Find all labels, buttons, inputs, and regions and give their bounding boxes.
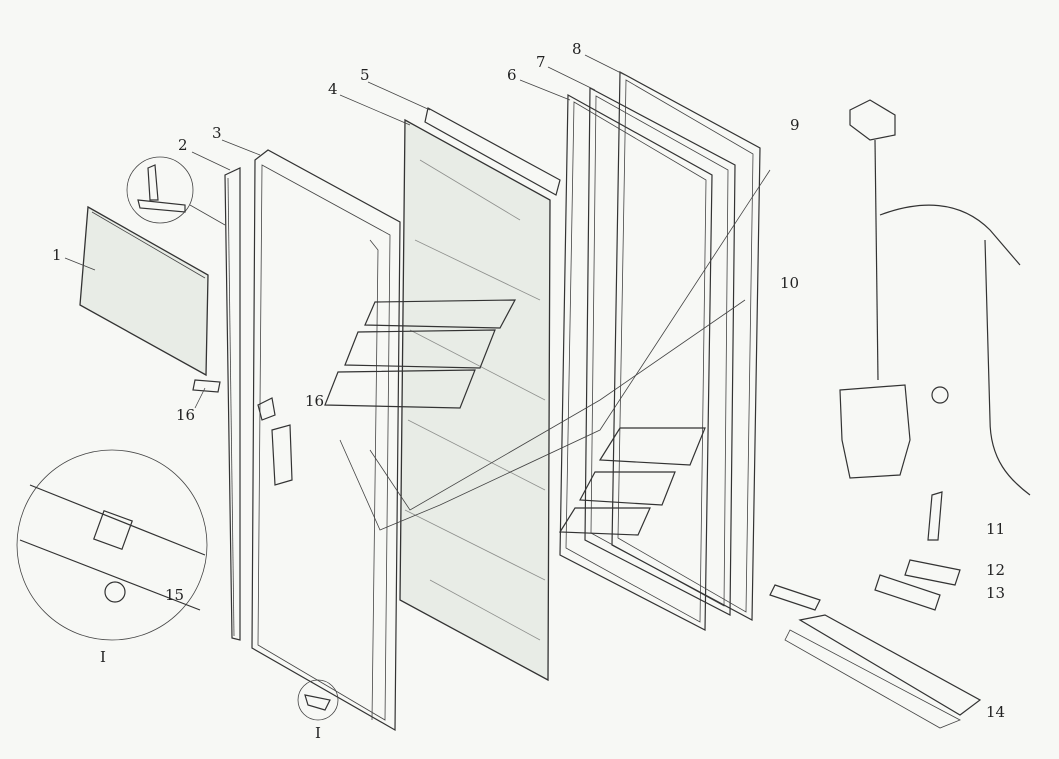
part-4-glass (399, 118, 551, 682)
leader-lines (64, 54, 626, 409)
part-label-3: 3 (212, 124, 222, 142)
part-label-13: 13 (986, 584, 1006, 602)
part-6-gasket (559, 93, 713, 631)
detail-i-callout-circle (297, 679, 339, 721)
part-10-shelves (324, 169, 771, 536)
part-7-gasket (584, 87, 736, 616)
part-label-12: 12 (986, 561, 1006, 579)
part-3-door-frame (251, 149, 401, 732)
part-label-7: 7 (536, 53, 546, 71)
part-label-4: 4 (328, 80, 338, 98)
part-label-9: 9 (790, 116, 800, 134)
detail-i-circle (16, 449, 208, 641)
detail-label-i: I (100, 648, 106, 666)
part-5-strip (424, 107, 561, 196)
part-8-gasket (611, 71, 761, 621)
part-label-15: 15 (165, 586, 185, 604)
part-9-pipe-assembly (839, 99, 1031, 496)
part-label-10: 10 (780, 274, 800, 292)
part-11-14-pedal-assembly (769, 491, 982, 729)
part-2-frame (224, 167, 241, 641)
part-label-2: 2 (178, 136, 188, 154)
part-label-8: 8 (572, 40, 582, 58)
part-label-6: 6 (507, 66, 517, 84)
part-label-14: 14 (986, 703, 1006, 721)
part-label-1: 1 (52, 246, 62, 264)
part-label-16-right: 16 (305, 392, 325, 410)
part-16-handle-parts (192, 379, 293, 486)
hinge-detail-bubble (126, 156, 226, 226)
part-label-5: 5 (360, 66, 370, 84)
part-label-11: 11 (986, 520, 1006, 538)
detail-callout-label-i: I (315, 724, 321, 742)
part-1-panel (79, 205, 209, 377)
part-label-16-left: 16 (176, 406, 196, 424)
